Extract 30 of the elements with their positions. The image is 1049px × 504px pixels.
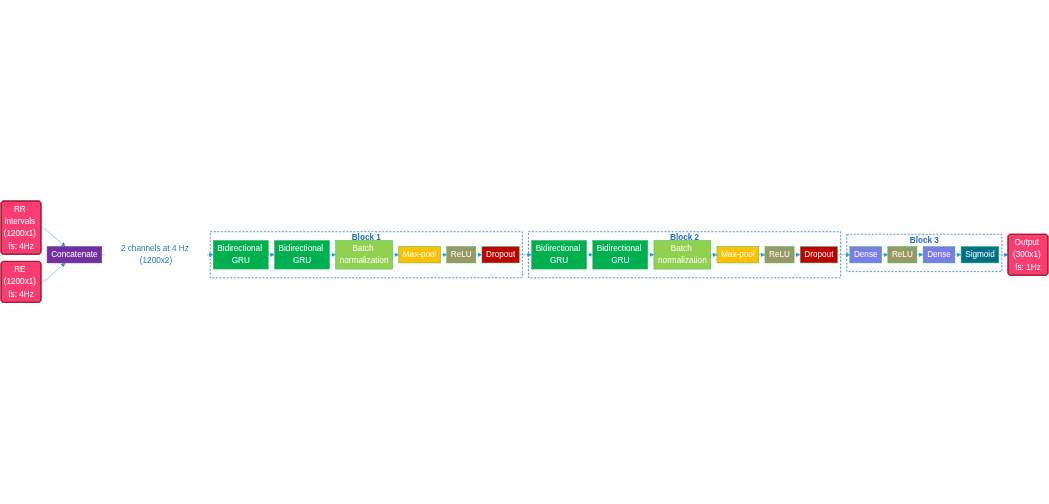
arrow <box>647 252 655 258</box>
node-box: Dropout <box>481 246 520 264</box>
node-box: Dense <box>849 246 882 264</box>
arrow <box>392 252 399 258</box>
node-box: Batch normalization <box>335 240 393 270</box>
node-box: Bidirectional GRU <box>531 240 587 270</box>
node-box: Bidirectional GRU <box>213 240 269 270</box>
node-box: Dense <box>922 246 956 264</box>
edge-label: 2 channels at 4 Hz (1200x2) <box>120 244 189 266</box>
arrow <box>954 252 962 258</box>
arrow <box>758 252 766 258</box>
arrow <box>881 252 888 258</box>
node-box: Bidirectional GRU <box>274 240 330 270</box>
node-box: ReLU <box>446 246 477 264</box>
arrow <box>329 252 336 258</box>
node-box: Max-pool <box>716 246 760 264</box>
node-box: Batch normalization <box>653 240 712 270</box>
arrow <box>916 252 924 258</box>
node-box: ReLU <box>764 246 795 264</box>
node-box: Dropout <box>799 246 838 264</box>
arrow <box>710 252 718 258</box>
node-box: Concatenate <box>46 246 102 264</box>
node-box: ReLU <box>887 246 918 264</box>
arrow <box>475 252 483 258</box>
arrow <box>268 252 275 258</box>
node-box: Sigmoid <box>960 246 1000 264</box>
arrow <box>586 252 593 258</box>
node-box: Bidirectional GRU <box>592 240 649 270</box>
arrow <box>440 252 447 258</box>
node-box: Max-pool <box>398 246 441 264</box>
